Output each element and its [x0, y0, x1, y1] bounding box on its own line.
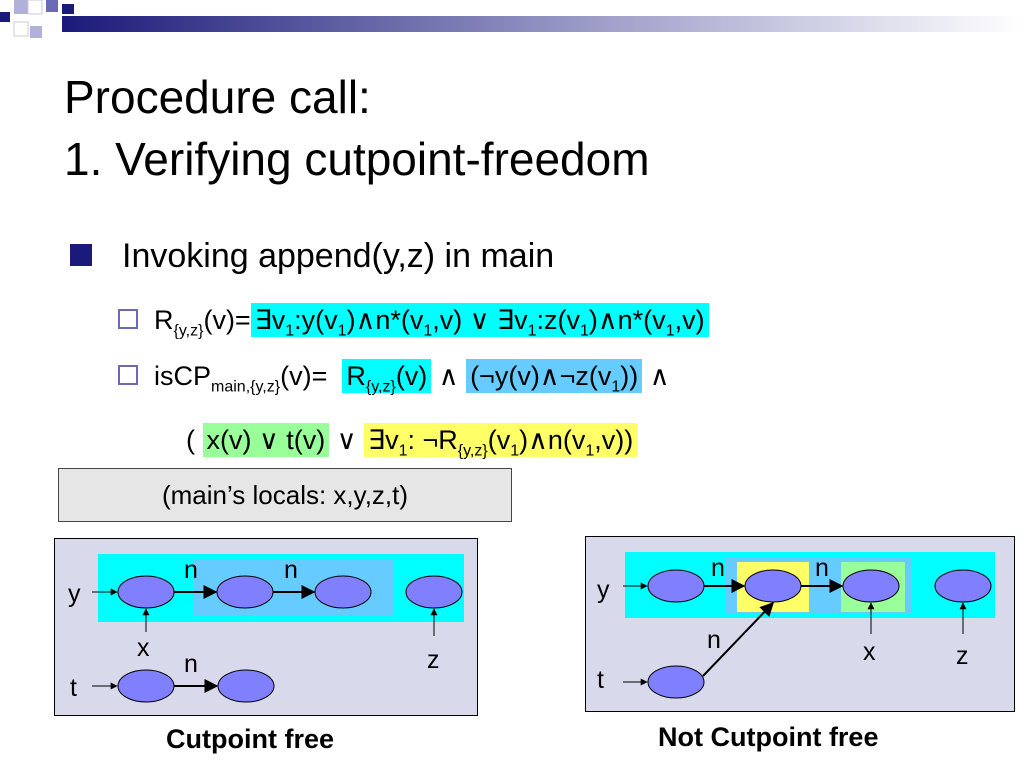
edge-label-n: n [815, 554, 829, 582]
heap-node [647, 665, 705, 699]
var-label-y: y [68, 580, 81, 608]
r-lhs-rest: (v)= [203, 305, 251, 335]
r-symbol: R [154, 305, 174, 335]
open-paren: ( [186, 425, 195, 455]
var-label-t: t [70, 674, 77, 702]
title-line-2: 1. Verifying cutpoint-freedom [64, 133, 650, 185]
formula-r: R{y,z}(v)=∃v1:y(v1)∧n*(v1,v) ∨ ∃v1:z(v1)… [118, 300, 709, 351]
heap-node [216, 575, 274, 609]
right-heap-diagram: y x z t n n n [585, 536, 1015, 712]
heap-node [117, 575, 175, 609]
heap-node [744, 569, 802, 603]
heap-node [647, 569, 705, 603]
formula-continuation: ( x(v) ∨ t(v) ∨ ∃v1: ¬R{y,z}(v1)∧n(v1,v)… [186, 420, 638, 471]
r-definition-highlight: ∃v1:y(v1)∧n*(v1,v) ∨ ∃v1:z(v1)∧n*(v1,v) [250, 303, 709, 339]
left-heap-diagram: y x z t n n n [54, 538, 478, 716]
title-line-1: Procedure call: [64, 71, 371, 123]
n-edge [702, 601, 774, 677]
heap-node [405, 575, 463, 609]
var-label-x: x [863, 638, 876, 666]
heap-node [314, 575, 372, 609]
hollow-bullet-icon [118, 308, 138, 329]
edge-label-n: n [707, 626, 721, 654]
heap-node [117, 669, 175, 703]
bullet-main: Invoking append(y,z) in main [70, 234, 554, 278]
iscp-subscript: main,{y,z} [211, 378, 281, 396]
square-bullet-icon [70, 244, 92, 267]
xt-highlight: x(v) ∨ t(v) [202, 423, 330, 457]
iscp-negation-highlight: (¬y(v)∧¬z(v1)) [466, 359, 643, 395]
edge-label-n: n [711, 554, 725, 582]
bullet-main-text: Invoking append(y,z) in main [122, 237, 555, 275]
iscp-r-highlight: R{y,z}(v) [342, 359, 432, 395]
left-caption: Cutpoint free [166, 724, 334, 754]
hollow-bullet-icon [118, 364, 138, 385]
slide-title: Procedure call: 1. Verifying cutpoint-fr… [64, 66, 650, 190]
exists-highlight: ∃v1: ¬R{y,z}(v1)∧n(v1,v)) [364, 423, 638, 459]
var-label-z: z [427, 646, 440, 674]
edge-label-n: n [184, 556, 198, 584]
var-label-t: t [597, 666, 604, 694]
header-decoration [0, 0, 1024, 38]
r-subscript: {y,z} [173, 322, 204, 340]
formula-iscp: isCPmain,{y,z}(v)= R{y,z}(v) ∧ (¬y(v)∧¬z… [118, 356, 669, 407]
heap-node [842, 569, 900, 603]
or-operator: ∨ [329, 425, 365, 455]
edge-label-n: n [284, 556, 298, 584]
iscp-lhs-rest: (v)= [280, 361, 328, 391]
var-label-z: z [956, 642, 969, 670]
and-operator: ∧ [431, 361, 467, 391]
var-label-y: y [597, 576, 610, 604]
and-operator: ∧ [642, 361, 670, 391]
edge-label-n: n [184, 650, 198, 678]
iscp-symbol: isCP [154, 361, 212, 391]
locals-note: (main’s locals: x,y,z,t) [58, 468, 512, 522]
right-caption: Not Cutpoint free [658, 722, 879, 752]
heap-node [934, 569, 992, 603]
var-label-x: x [137, 634, 150, 662]
heap-node [217, 669, 275, 703]
